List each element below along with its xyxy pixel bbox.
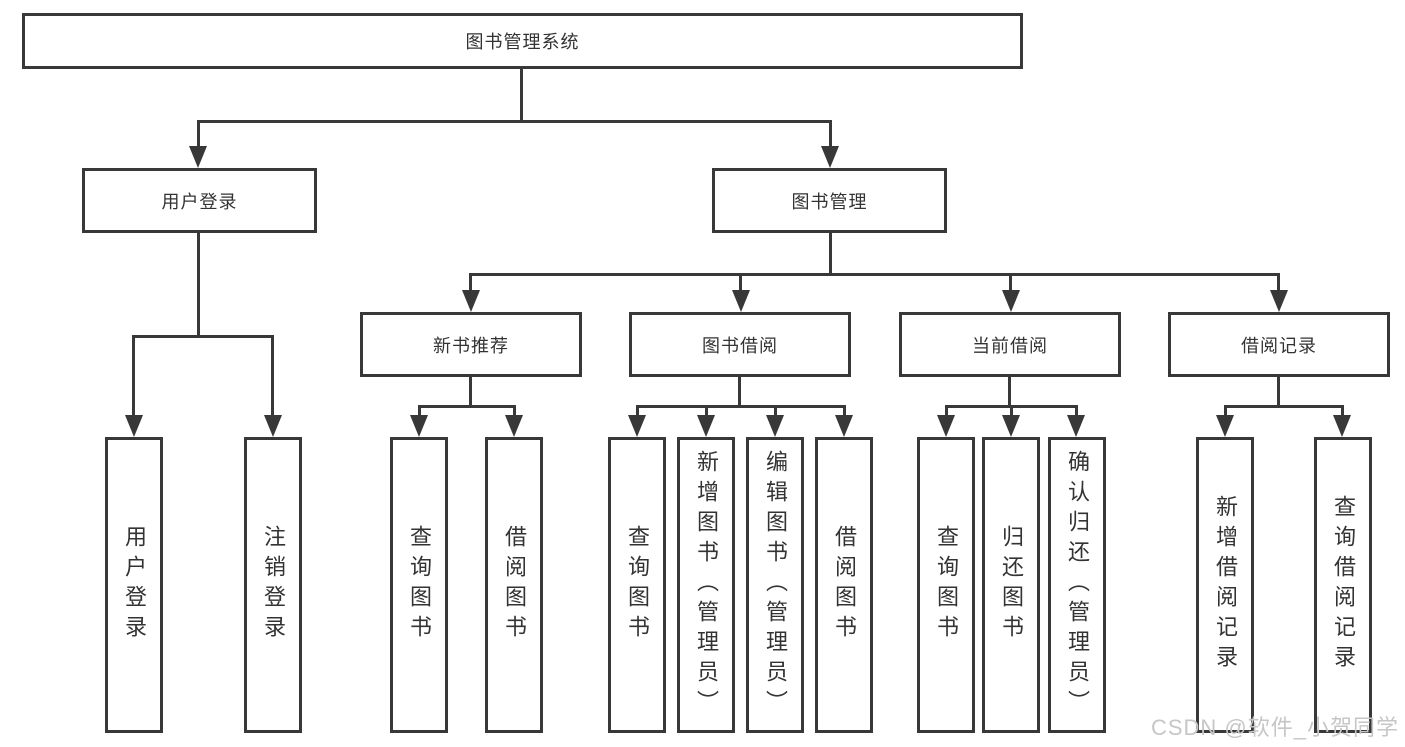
connector-level2-branch — [197, 120, 832, 123]
arrowhead-bb-leaf1 — [628, 415, 646, 437]
leaf-bb-add-book: 新增图书（管理员） — [677, 437, 735, 733]
leaf-logout-label: 注销登录 — [261, 525, 286, 645]
leaf-bb-edit-book: 编辑图书（管理员） — [746, 437, 804, 733]
connector-nbr-leaf1-drop — [418, 405, 421, 419]
leaf-bb-add-book-label: 新增图书（管理员） — [694, 450, 719, 720]
connector-bb-stub — [738, 377, 741, 405]
leaf-bb-query-book-label: 查询图书 — [625, 525, 650, 645]
connector-bb-leaf1-drop — [636, 405, 639, 419]
connector-book-mgmt-stub — [829, 233, 832, 273]
node-borrow-records: 借阅记录 — [1168, 312, 1390, 377]
leaf-bb-query-book: 查询图书 — [608, 437, 666, 733]
connector-cb-leaf2-drop — [1010, 405, 1013, 419]
arrowhead-new-book-rec — [462, 290, 480, 312]
leaf-user-login-label: 用户登录 — [122, 525, 147, 645]
connector-ul-leaf1-drop — [132, 335, 135, 419]
leaf-nbr-query-book: 查询图书 — [390, 437, 448, 733]
connector-cb-drop — [1009, 273, 1012, 293]
csdn-watermark: CSDN @软件_小贺同学 — [1150, 715, 1399, 740]
arrowhead-bb-leaf4 — [835, 415, 853, 437]
arrowhead-borrow-records — [1270, 290, 1288, 312]
arrowhead-user-login — [189, 146, 207, 168]
leaf-cb-query-book-label: 查询图书 — [934, 525, 959, 645]
connector-user-login-drop — [197, 120, 200, 150]
connector-nbr-leaf2-drop — [513, 405, 516, 419]
connector-br-branch — [1224, 405, 1343, 408]
node-book-borrow-label: 图书借阅 — [702, 335, 778, 356]
node-borrow-records-label: 借阅记录 — [1241, 335, 1317, 356]
connector-cb-leaf1-drop — [945, 405, 948, 419]
arrowhead-ul-leaf2 — [264, 415, 282, 437]
leaf-br-add-record: 新增借阅记录 — [1196, 437, 1254, 733]
leaf-cb-return-book-label: 归还图书 — [999, 525, 1024, 645]
connector-level3-branch — [469, 273, 1280, 276]
leaf-bb-borrow-book-label: 借阅图书 — [832, 525, 857, 645]
node-book-borrow: 图书借阅 — [629, 312, 851, 377]
connector-br-stub — [1277, 377, 1280, 405]
node-root-label: 图书管理系统 — [465, 32, 580, 52]
arrowhead-br-leaf1 — [1216, 415, 1234, 437]
connector-user-login-stub — [197, 233, 200, 335]
node-book-mgmt-label: 图书管理 — [791, 191, 868, 212]
node-new-book-rec: 新书推荐 — [360, 312, 582, 377]
leaf-nbr-borrow-book: 借阅图书 — [485, 437, 543, 733]
node-current-borrow: 当前借阅 — [899, 312, 1121, 377]
arrowhead-br-leaf2 — [1333, 415, 1351, 437]
connector-bb-leaf3-drop — [774, 405, 777, 419]
arrowhead-bb-leaf2 — [697, 415, 715, 437]
leaf-br-query-record: 查询借阅记录 — [1314, 437, 1372, 733]
connector-book-mgmt-drop — [829, 120, 832, 150]
arrowhead-current-borrow — [1002, 290, 1020, 312]
leaf-br-query-record-label: 查询借阅记录 — [1331, 495, 1356, 675]
leaf-cb-query-book: 查询图书 — [917, 437, 975, 733]
connector-user-login-branch — [132, 335, 274, 338]
arrowhead-bb-leaf3 — [766, 415, 784, 437]
node-user-login: 用户登录 — [82, 168, 317, 233]
arrowhead-cb-leaf3 — [1067, 415, 1085, 437]
leaf-cb-return-book: 归还图书 — [982, 437, 1040, 733]
connector-bb-drop — [739, 273, 742, 293]
node-book-mgmt: 图书管理 — [712, 168, 947, 233]
connector-nbr-branch — [418, 405, 516, 408]
connector-bb-branch — [636, 405, 846, 408]
connector-bb-leaf4-drop — [843, 405, 846, 419]
connector-br-drop — [1277, 273, 1280, 293]
arrowhead-book-borrow — [732, 290, 750, 312]
node-current-borrow-label: 当前借阅 — [972, 335, 1048, 356]
connector-bb-leaf2-drop — [705, 405, 708, 419]
connector-root-stub — [520, 67, 523, 120]
leaf-nbr-borrow-book-label: 借阅图书 — [502, 525, 527, 645]
arrowhead-nbr-leaf2 — [505, 415, 523, 437]
arrowhead-ul-leaf1 — [125, 415, 143, 437]
connector-ul-leaf2-drop — [271, 335, 274, 419]
arrowhead-book-mgmt — [821, 146, 839, 168]
node-root-system: 图书管理系统 — [22, 13, 1023, 69]
connector-nbr-stub — [469, 377, 472, 405]
connector-br-leaf1-drop — [1224, 405, 1227, 419]
node-new-book-rec-label: 新书推荐 — [433, 335, 509, 356]
leaf-bb-edit-book-label: 编辑图书（管理员） — [763, 450, 788, 720]
arrowhead-cb-leaf2 — [1002, 415, 1020, 437]
leaf-cb-confirm-return-label: 确认归还（管理员） — [1065, 450, 1090, 720]
connector-cb-stub — [1008, 377, 1011, 405]
arrowhead-nbr-leaf1 — [410, 415, 428, 437]
leaf-bb-borrow-book: 借阅图书 — [815, 437, 873, 733]
leaf-logout: 注销登录 — [244, 437, 302, 733]
connector-cb-leaf3-drop — [1075, 405, 1078, 419]
arrowhead-cb-leaf1 — [937, 415, 955, 437]
connector-br-leaf2-drop — [1341, 405, 1344, 419]
leaf-br-add-record-label: 新增借阅记录 — [1213, 495, 1238, 675]
leaf-cb-confirm-return: 确认归还（管理员） — [1048, 437, 1106, 733]
leaf-nbr-query-book-label: 查询图书 — [407, 525, 432, 645]
node-user-login-label: 用户登录 — [161, 191, 238, 212]
leaf-user-login: 用户登录 — [105, 437, 163, 733]
connector-nbr-drop — [469, 273, 472, 293]
